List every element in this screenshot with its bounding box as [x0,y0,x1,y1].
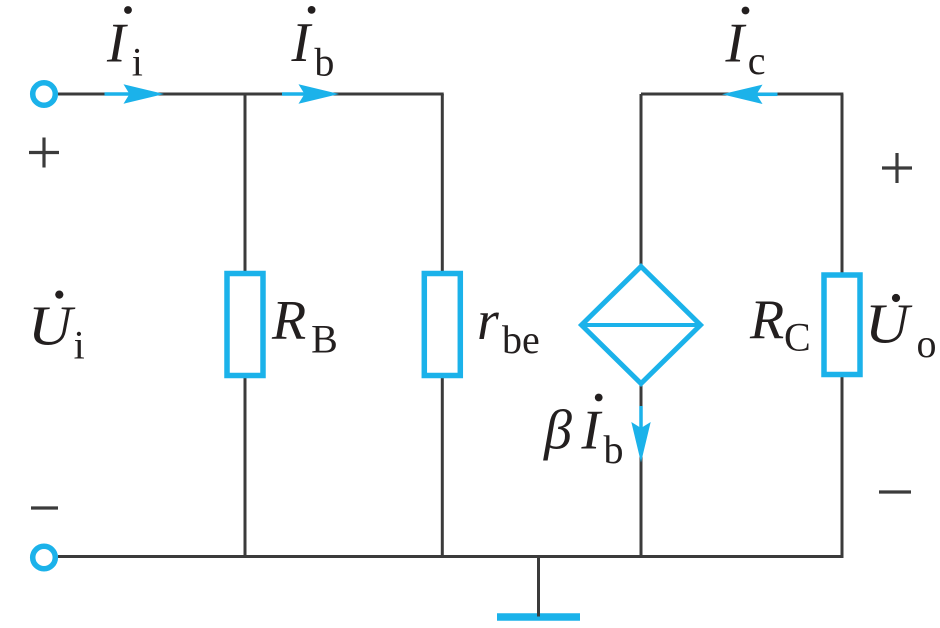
svg-text:U: U [865,293,913,355]
svg-text:C: C [784,314,811,359]
svg-text:r: r [477,290,499,352]
svg-text:I: I [725,13,747,75]
svg-text:I: I [291,12,313,74]
svg-text:B: B [311,316,338,361]
svg-text:be: be [502,317,540,362]
svg-text:I: I [581,400,603,462]
svg-text:U: U [28,295,76,357]
svg-text:β: β [543,400,572,462]
svg-text:b: b [604,427,624,472]
svg-text:c: c [748,38,766,83]
svg-text:o: o [917,321,937,366]
svg-text:R: R [271,290,306,352]
svg-text:i: i [74,322,85,367]
svg-text:i: i [132,39,143,84]
svg-text:R: R [749,289,784,351]
svg-text:b: b [314,40,334,85]
svg-text:I: I [106,12,128,74]
